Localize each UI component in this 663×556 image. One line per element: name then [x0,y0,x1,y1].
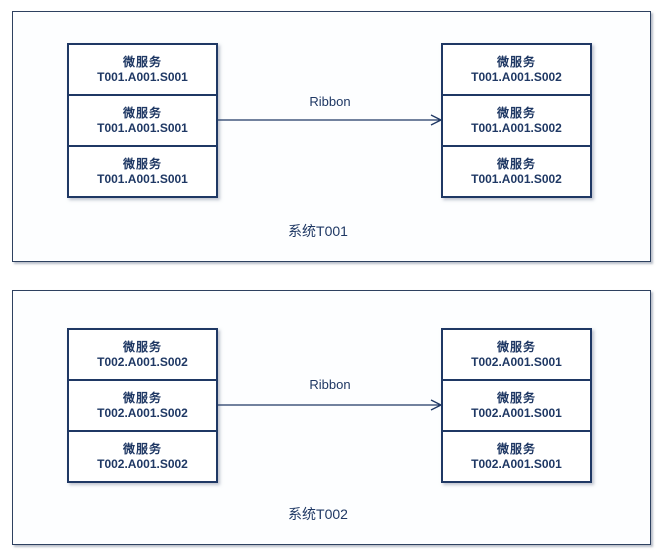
microservice-box: 微服务 T002.A001.S002 [67,328,218,381]
microservice-title: 微服务 [122,441,162,456]
microservice-title: 微服务 [496,339,536,354]
microservice-id: T001.A001.S001 [97,171,188,186]
ribbon-label: Ribbon [309,94,351,109]
microservice-box: 微服务 T002.A001.S002 [67,379,218,432]
ribbon-label: Ribbon [309,377,351,392]
microservice-box: 微服务 T001.A001.S001 [67,94,218,147]
microservice-title: 微服务 [122,54,162,69]
microservice-id: T002.A001.S002 [97,456,188,471]
microservice-stack-right: 微服务 T001.A001.S002 微服务 T001.A001.S002 微服… [441,43,592,198]
microservice-id: T001.A001.S001 [97,69,188,84]
microservice-title: 微服务 [496,54,536,69]
microservice-id: T002.A001.S001 [471,354,562,369]
microservice-box: 微服务 T001.A001.S001 [67,43,218,96]
microservice-title: 微服务 [496,390,536,405]
microservice-box: 微服务 T001.A001.S001 [67,145,218,198]
ribbon-arrow [218,399,442,411]
ribbon-arrow [218,114,442,126]
microservice-id: T001.A001.S001 [97,120,188,135]
microservice-box: 微服务 T001.A001.S002 [441,145,592,198]
microservice-id: T002.A001.S002 [97,405,188,420]
microservice-stack-left: 微服务 T002.A001.S002 微服务 T002.A001.S002 微服… [67,328,218,483]
microservice-box: 微服务 T002.A001.S001 [441,379,592,432]
microservice-box: 微服务 T001.A001.S002 [441,43,592,96]
microservice-id: T002.A001.S001 [471,456,562,471]
microservice-box: 微服务 T002.A001.S001 [441,430,592,483]
system-frame-t001: 微服务 T001.A001.S001 微服务 T001.A001.S001 微服… [12,11,651,262]
microservice-title: 微服务 [122,105,162,120]
microservice-title: 微服务 [496,105,536,120]
system-name-label: 系统T001 [288,223,348,239]
microservice-stack-left: 微服务 T001.A001.S001 微服务 T001.A001.S001 微服… [67,43,218,198]
microservice-title: 微服务 [122,390,162,405]
microservice-title: 微服务 [496,441,536,456]
system-frame-t002: 微服务 T002.A001.S002 微服务 T002.A001.S002 微服… [12,290,651,545]
microservice-box: 微服务 T001.A001.S002 [441,94,592,147]
microservice-id: T002.A001.S001 [471,405,562,420]
microservice-box: 微服务 T002.A001.S001 [441,328,592,381]
system-name-label: 系统T002 [288,506,348,522]
microservice-stack-right: 微服务 T002.A001.S001 微服务 T002.A001.S001 微服… [441,328,592,483]
microservice-id: T001.A001.S002 [471,69,562,84]
microservice-id: T002.A001.S002 [97,354,188,369]
microservice-title: 微服务 [496,156,536,171]
microservice-title: 微服务 [122,339,162,354]
microservice-id: T001.A001.S002 [471,120,562,135]
microservice-box: 微服务 T002.A001.S002 [67,430,218,483]
microservice-id: T001.A001.S002 [471,171,562,186]
microservice-title: 微服务 [122,156,162,171]
